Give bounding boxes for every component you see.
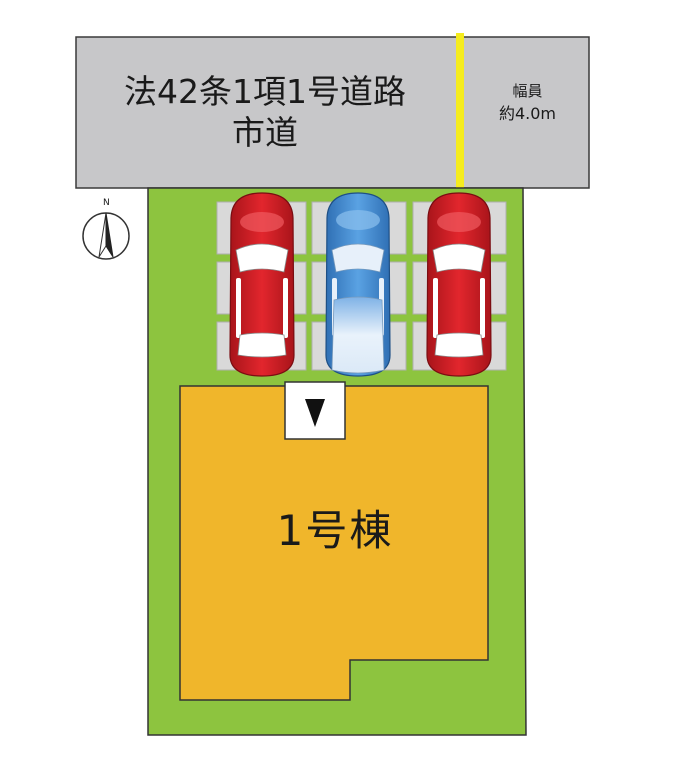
- down-triangle-icon: [305, 399, 325, 427]
- road-type: 市道: [232, 113, 298, 152]
- car-red-right: [426, 192, 492, 377]
- building-footprint: [179, 385, 489, 701]
- compass-north-label: N: [103, 198, 110, 208]
- road-width-label: 幅員: [512, 82, 543, 100]
- road-width-value: 約4.0m: [498, 104, 557, 123]
- road-boundary-line: [456, 33, 464, 190]
- north-compass-icon: [82, 212, 130, 260]
- car-red-left: [229, 192, 295, 377]
- car-blue-center: [325, 192, 391, 377]
- building-label: 1号棟: [276, 506, 394, 555]
- road: [75, 36, 590, 189]
- road-name: 法42条1項1号道路: [124, 72, 406, 111]
